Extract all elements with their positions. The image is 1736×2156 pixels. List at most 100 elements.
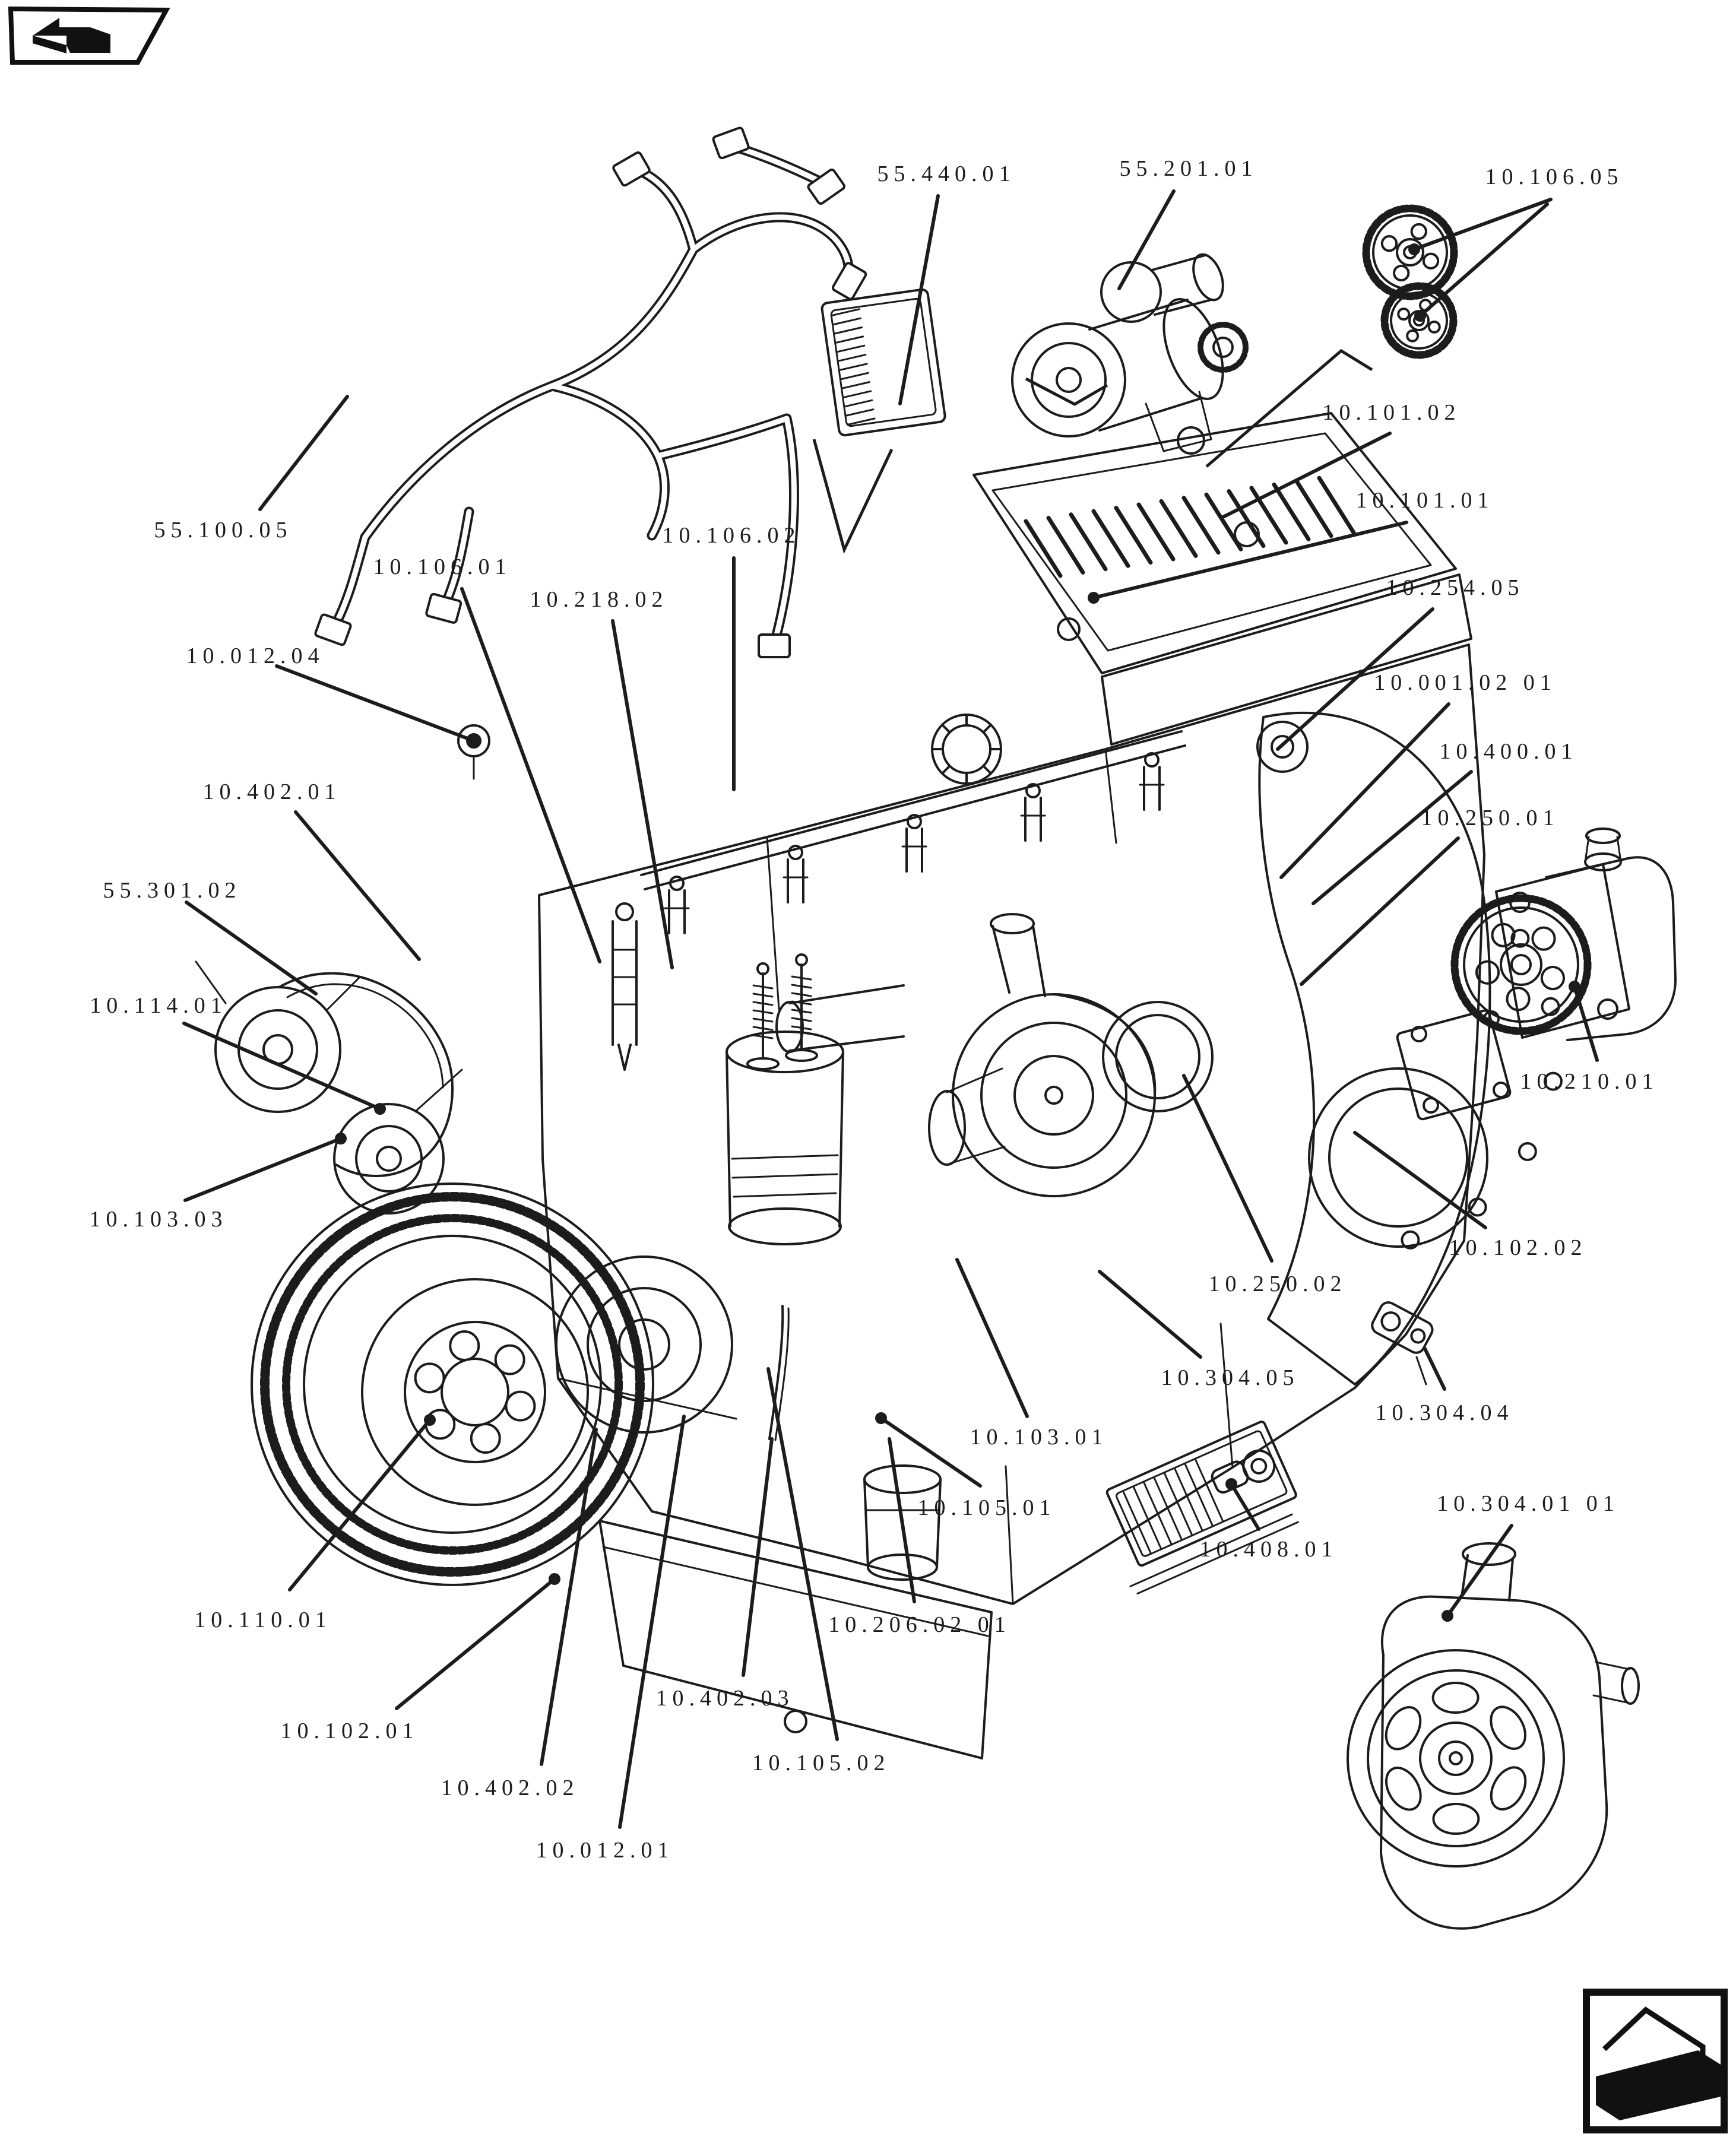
callout-label[interactable]: 10.101.01 — [1355, 488, 1494, 513]
callout-label[interactable]: 10.105.01 — [917, 1495, 1056, 1520]
callout-label[interactable]: 10.210.01 — [1520, 1069, 1659, 1094]
callout-leader-dot — [1408, 243, 1420, 255]
callout-label[interactable]: 10.106.01 — [373, 554, 512, 579]
callout-leader-line — [1573, 985, 1599, 1062]
callout-leader-dot — [424, 1414, 436, 1426]
callout-leader-line — [1423, 1347, 1446, 1391]
cylinder-liner-piston — [726, 1031, 844, 1245]
callout-leader-line — [898, 194, 940, 405]
engine-block — [538, 643, 1485, 1605]
callout-leader-line — [1276, 607, 1434, 751]
callout-leader-line — [618, 1415, 686, 1829]
callout-label[interactable]: 10.408.01 — [1199, 1537, 1338, 1562]
callout-leader-line — [1117, 189, 1176, 290]
oil-pan — [598, 1520, 993, 1759]
callout-leader-line — [1092, 521, 1408, 600]
callout-leader-line — [1098, 1270, 1202, 1359]
callout-label[interactable]: 55.100.05 — [154, 518, 293, 543]
page-forward-arrow-icon[interactable] — [1583, 1989, 1728, 2133]
pointer-mark — [812, 439, 894, 554]
callout-leader-dot — [875, 1412, 887, 1424]
callout-leader-dot — [1225, 1478, 1237, 1490]
callout-leader-line — [742, 1437, 774, 1677]
power-steering-pump — [1347, 1542, 1640, 1930]
callout-leader-dot — [335, 1133, 347, 1144]
callout-leader-line — [288, 1418, 432, 1591]
callout-leader-line — [1311, 770, 1473, 905]
callout-label[interactable]: 10.304.01 01 — [1437, 1491, 1620, 1516]
callout-leader-line — [1220, 432, 1392, 519]
oil-cooler — [1105, 1421, 1299, 1595]
callout-leader-line — [182, 1022, 382, 1111]
callout-label[interactable]: 10.001.02 01 — [1374, 670, 1557, 695]
starter-motor — [1011, 253, 1249, 452]
callout-leader-line — [395, 1577, 556, 1710]
callout-label[interactable]: 10.105.02 — [752, 1751, 891, 1775]
callout-label[interactable]: 10.250.02 — [1208, 1272, 1347, 1296]
callout-leader-dot — [374, 1103, 386, 1115]
callout-label[interactable]: 10.402.03 — [655, 1686, 794, 1711]
oil-filter — [863, 1464, 942, 1581]
callout-label[interactable]: 10.218.02 — [530, 587, 669, 612]
callout-leader-dot — [1414, 310, 1426, 322]
crankshaft-damper — [251, 1182, 654, 1586]
callout-label[interactable]: 10.304.04 — [1375, 1400, 1514, 1425]
callout-label[interactable]: 10.106.02 — [662, 523, 801, 548]
callout-label[interactable]: 10.250.01 — [1421, 806, 1560, 830]
callout-label[interactable]: 10.012.04 — [186, 643, 325, 668]
callout-label[interactable]: 10.304.05 — [1161, 1365, 1300, 1390]
sensor-bracket — [1371, 1301, 1434, 1354]
drive-belt — [278, 972, 454, 1178]
callout-label[interactable]: 10.402.01 — [202, 779, 341, 804]
callout-leader-line — [183, 1137, 343, 1202]
callout-leader-line — [955, 1258, 1029, 1418]
callout-leader-dot — [468, 735, 480, 747]
callout-label[interactable]: 10.110.01 — [194, 1608, 332, 1632]
callout-leader-dot — [1569, 981, 1580, 993]
callout-leader-line — [185, 901, 318, 995]
pointer-mark — [1025, 377, 1108, 406]
callout-leader-line — [1230, 1482, 1260, 1531]
callout-label[interactable]: 10.114.01 — [90, 993, 227, 1018]
injector — [612, 902, 638, 1071]
callout-label[interactable]: 55.440.01 — [877, 161, 1016, 186]
page-back-arrow-icon[interactable] — [8, 6, 170, 65]
callout-label[interactable]: 10.400.01 — [1439, 739, 1578, 764]
callout-leader-line — [1182, 1074, 1274, 1263]
callout-label[interactable]: 10.402.02 — [441, 1775, 579, 1800]
valve-cover — [972, 412, 1457, 674]
callout-leader-line — [611, 619, 674, 969]
callout-label[interactable]: 10.101.02 — [1322, 400, 1461, 425]
callout-label[interactable]: 10.103.01 — [970, 1425, 1108, 1450]
callout-label[interactable]: 10.012.01 — [536, 1838, 674, 1863]
callout-label[interactable]: 10.103.03 — [89, 1207, 228, 1232]
callout-label[interactable]: 10.102.01 — [280, 1719, 419, 1743]
callout-leader-dot — [549, 1573, 560, 1585]
callout-leader-dot — [1442, 1610, 1453, 1622]
callout-leader-dot — [1088, 592, 1100, 604]
callout-leader-line — [766, 1367, 839, 1741]
callout-leader-line — [1446, 1524, 1513, 1618]
callout-label[interactable]: 55.201.01 — [1119, 156, 1258, 181]
callout-leader-line — [888, 1437, 916, 1603]
callout-leader-line — [460, 587, 601, 963]
callout-leader-line — [1279, 702, 1450, 879]
callout-label[interactable]: 10.102.02 — [1449, 1235, 1588, 1260]
callout-label[interactable]: 10.206.02 01 — [828, 1612, 1011, 1637]
callout-leader-line — [275, 664, 476, 743]
callout-label[interactable]: 55.301.02 — [103, 878, 242, 903]
ecu-module — [821, 288, 946, 437]
callout-leader-lines — [182, 189, 1599, 1829]
callout-leader-line — [1300, 836, 1460, 986]
callout-leader-line — [294, 810, 421, 961]
callout-leader-line — [1353, 1131, 1487, 1229]
callout-label[interactable]: 10.106.05 — [1485, 164, 1624, 189]
callout-leader-line — [540, 1428, 598, 1766]
callout-leader-line — [879, 1416, 982, 1488]
callout-leader-line — [1412, 198, 1553, 251]
callout-label[interactable]: 10.254.05 — [1386, 575, 1525, 600]
callout-leader-line — [258, 395, 349, 511]
cylinder-head — [1101, 573, 1472, 746]
